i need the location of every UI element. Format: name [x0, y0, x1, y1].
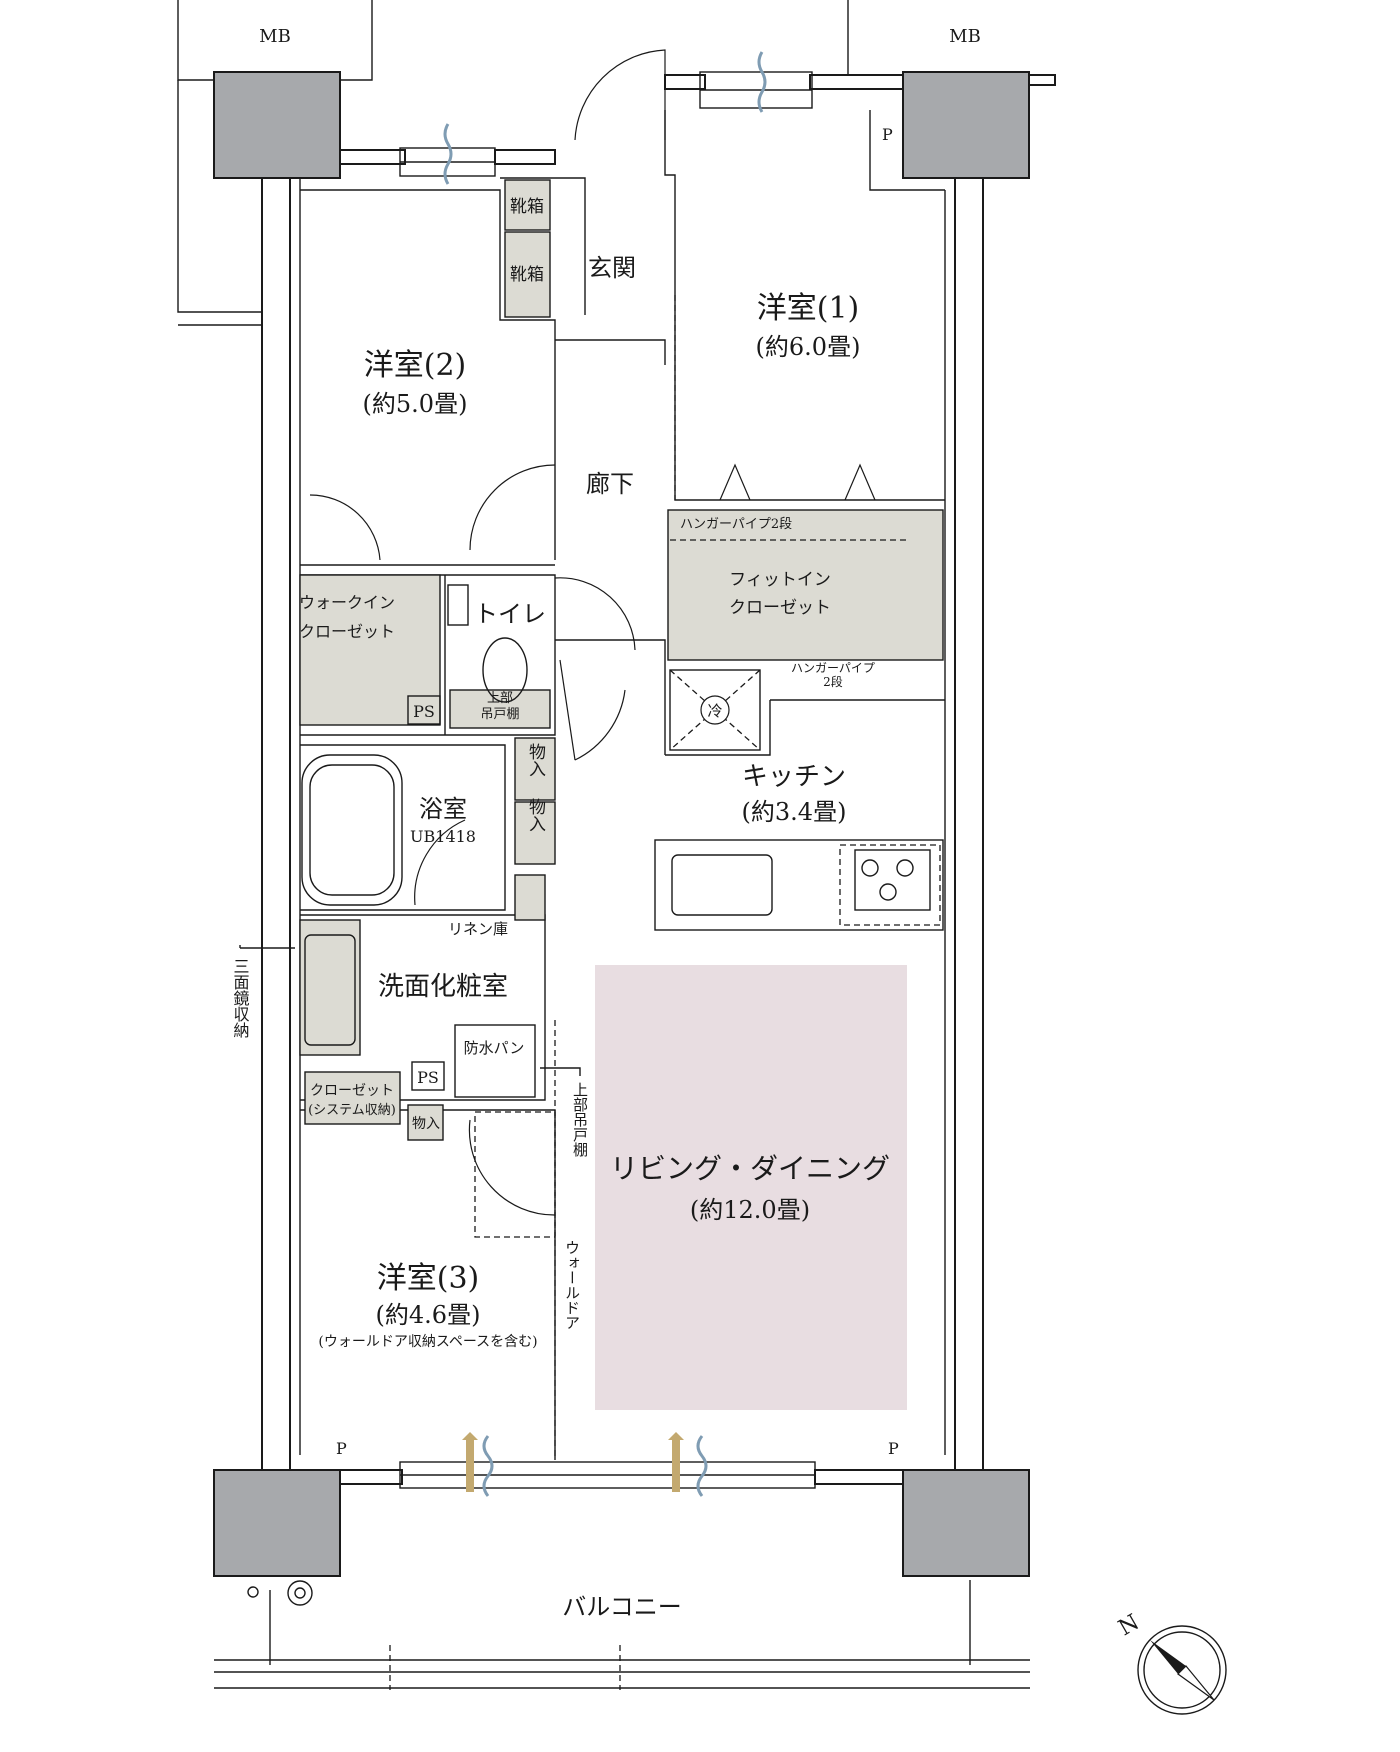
- mb-cabinet-right: MB: [847, 0, 1055, 76]
- vanity-sink: [304, 934, 356, 1046]
- label-hanger-pipe-top: ハンガーパイプ2段: [680, 517, 792, 532]
- wic-door-swing: [309, 494, 381, 561]
- label-storage-1: 物入: [525, 743, 546, 777]
- fixtures: [301, 584, 944, 1410]
- airflow-out-icon: [482, 1435, 494, 1497]
- column-bottom-right: [902, 1469, 1030, 1577]
- compass-n-label: N: [1115, 1610, 1144, 1641]
- living-highlight: [595, 965, 907, 1410]
- label-shoebox-1: 靴箱: [510, 197, 544, 217]
- label-wic-1: ウォークイン: [299, 593, 395, 612]
- label-washroom: 洗面化粧室: [378, 972, 508, 1002]
- label-storage-2: 物入: [525, 798, 546, 832]
- label-living-name: リビング・ダイニング: [610, 1152, 890, 1185]
- labels: P P P 靴箱 靴箱 玄関 洋室(1) (約6.0畳) 洋室(2) (約5.0…: [231, 125, 910, 1621]
- label-balcony: バルコニー: [562, 1593, 682, 1621]
- label-entrance: 玄関: [588, 254, 636, 282]
- label-closet-1: クローゼット: [310, 1083, 394, 1099]
- label-upper-shelf-1: 上部: [487, 691, 513, 706]
- label-kitchen-size: (約3.4畳): [742, 798, 847, 826]
- label-toilet: トイレ: [474, 600, 546, 628]
- balcony: [214, 1580, 1030, 1690]
- washer-pan: [454, 1024, 536, 1098]
- label-ps-upper: PS: [413, 702, 435, 721]
- label-room2-size: (約5.0畳): [363, 390, 468, 418]
- label-mb-left: MB: [259, 26, 291, 47]
- room2-door-swing: [469, 464, 556, 551]
- label-room2-name: 洋室(2): [364, 348, 467, 383]
- label-closet-2: (システム収納): [308, 1103, 396, 1118]
- windows: [399, 51, 816, 1497]
- fridge-space: [669, 669, 761, 751]
- label-wall-door-vertical: ウォールドア: [563, 1240, 581, 1330]
- airflow-in-icon: [668, 1432, 684, 1492]
- bathtub: [301, 754, 403, 906]
- label-p-top: P: [882, 125, 893, 144]
- room1-closet-doors: [719, 463, 876, 501]
- bath-door-swing: [414, 819, 466, 906]
- label-waterproof-pan: 防水パン: [464, 1039, 525, 1057]
- label-upper-shelf-2: 吊戸棚: [480, 707, 519, 722]
- label-room3-name: 洋室(3): [377, 1261, 480, 1296]
- label-room3-size: (約4.6畳): [376, 1301, 481, 1329]
- label-corridor: 廊下: [586, 470, 634, 498]
- label-room1-size: (約6.0畳): [756, 333, 861, 361]
- label-room1-name: 洋室(1): [757, 291, 860, 326]
- label-bath-name: 浴室: [419, 795, 467, 823]
- label-mb-right: MB: [949, 26, 981, 47]
- airflow-in-icon: [462, 1432, 478, 1492]
- label-kitchen-name: キッチン: [742, 762, 846, 792]
- label-fridge: 冷: [707, 702, 722, 720]
- column-top-right: [902, 71, 1030, 179]
- columns: [213, 71, 1030, 1577]
- label-room3-note: (ウォールドア収納スペースを含む): [318, 1334, 537, 1350]
- label-living-size: (約12.0畳): [690, 1196, 810, 1224]
- label-p-bottom-right: P: [888, 1439, 899, 1458]
- airflow-out-icon: [757, 51, 767, 113]
- label-mirror-vertical: 三面鏡収納: [231, 958, 250, 1039]
- airflow-out-icon: [443, 123, 453, 185]
- label-upper-cabinet-vertical: 上部吊戸棚: [571, 1082, 589, 1157]
- entry-door-swing: [574, 49, 666, 141]
- label-bath-model: UB1418: [410, 827, 476, 846]
- label-hanger-pipe-b2: 2段: [823, 674, 843, 689]
- corridor-door-swing: [554, 577, 636, 651]
- airflow-out-icon: [696, 1435, 708, 1497]
- label-shoebox-2: 靴箱: [510, 265, 544, 285]
- label-storage-small: 物入: [412, 1116, 440, 1132]
- storage-areas: [299, 179, 944, 1141]
- label-p-bottom-left: P: [336, 1439, 347, 1458]
- column-bottom-left: [213, 1469, 341, 1577]
- label-ps-lower: PS: [417, 1068, 439, 1087]
- label-fitin-2: クローゼット: [729, 598, 831, 618]
- doors: [309, 49, 876, 1216]
- kitchen-counter: [654, 839, 944, 931]
- toilet-door-swing: [559, 659, 626, 761]
- sink: [671, 854, 773, 916]
- stove: [854, 849, 931, 911]
- compass-icon: N: [1115, 1610, 1227, 1715]
- label-linen: リネン庫: [448, 920, 508, 938]
- column-top-left: [213, 71, 341, 179]
- label-hanger-pipe-b1: ハンガーパイプ: [791, 661, 875, 675]
- label-fitin-1: フィットイン: [729, 570, 831, 590]
- toilet-fixture: [482, 637, 528, 703]
- label-wic-2: クローゼット: [299, 622, 395, 641]
- room3-door-swing: [468, 1119, 556, 1216]
